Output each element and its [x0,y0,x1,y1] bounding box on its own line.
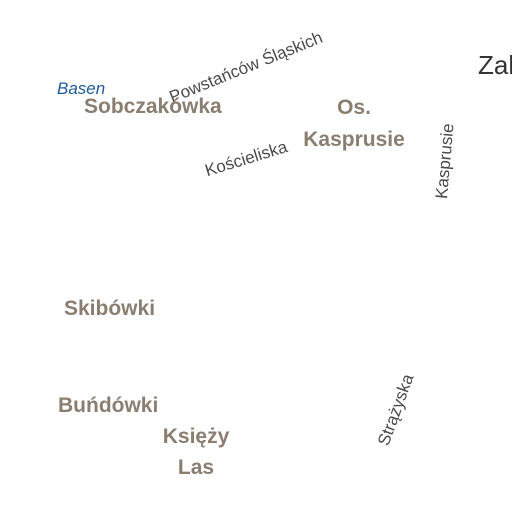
district-label-ksiezy-las-line1: Księży [162,425,230,448]
district-label-ksiezy-las[interactable]: Księży Las [160,426,232,478]
district-label-bundowki[interactable]: Buńdówki [58,394,159,417]
district-label-sobczakowka[interactable]: Sobczakówka [84,95,222,118]
street-label-kasprusie[interactable]: Kasprusie [432,122,458,200]
district-label-os-kasprusie-line1: Os. [337,96,371,119]
district-label-skibowki[interactable]: Skibówki [64,297,156,320]
district-label-ksiezy-las-line2: Las [177,456,215,479]
district-label-os-kasprusie-line2: Kasprusie [303,128,405,151]
street-label-strazyska[interactable]: Strążyska [374,371,418,449]
town-label-zakopane[interactable]: Zak [478,50,512,80]
district-label-os-kasprusie[interactable]: Os. Kasprusie [302,97,406,150]
poi-label-basen[interactable]: Basen [57,79,106,98]
street-label-koscieliska[interactable]: Kościeliska [202,137,290,181]
